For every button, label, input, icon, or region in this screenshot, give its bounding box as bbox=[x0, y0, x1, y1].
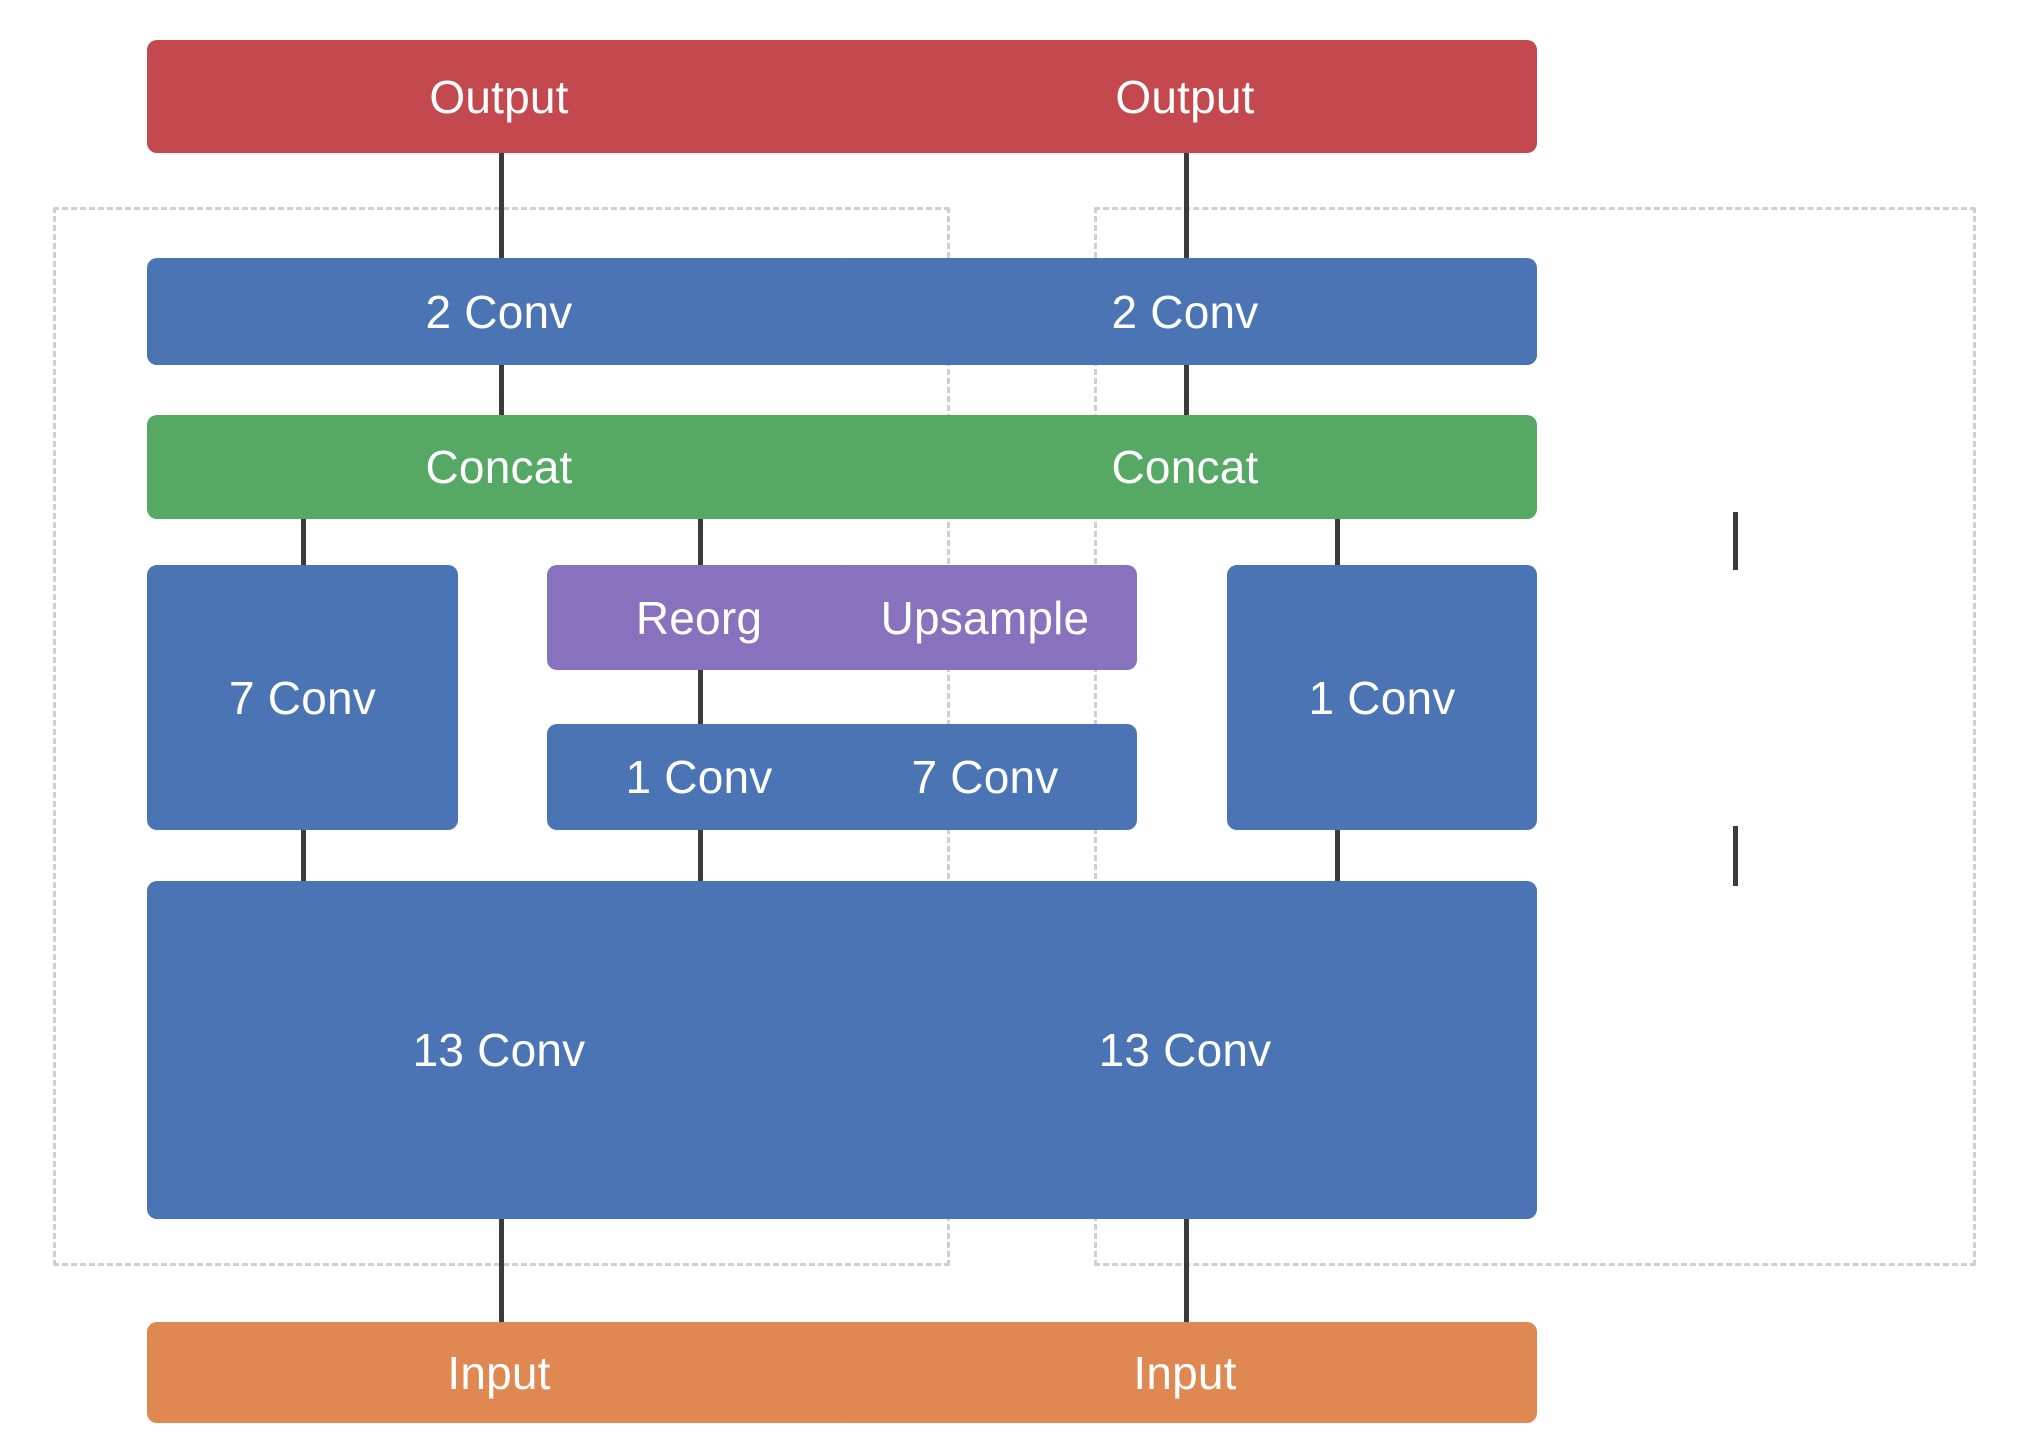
connector-upsample-to-concat-right bbox=[1335, 512, 1340, 570]
connector-input-to-13conv-left bbox=[499, 1215, 504, 1327]
connector-13conv-to-7conv-right bbox=[1335, 826, 1340, 886]
node-label-upsample-right: Upsample bbox=[880, 591, 1090, 644]
node-7conv-right[interactable]: 7 Conv bbox=[833, 724, 1137, 830]
connector-2conv-to-output-left bbox=[499, 150, 504, 265]
node-7conv-left[interactable]: 7 Conv bbox=[147, 565, 458, 830]
node-label-2conv-left: 2 Conv bbox=[425, 285, 573, 338]
node-label-1conv-left: 1 Conv bbox=[625, 751, 773, 803]
connector-concat-to-2conv-right bbox=[1184, 360, 1189, 420]
connector-1conv-to-concat-right bbox=[1733, 512, 1738, 570]
node-output-right[interactable]: Output bbox=[833, 40, 1537, 153]
node-upsample-right[interactable]: Upsample bbox=[833, 565, 1137, 670]
node-label-reorg-left: Reorg bbox=[635, 591, 763, 644]
node-label-input-right: Input bbox=[1133, 1346, 1237, 1399]
node-label-7conv-right: 7 Conv bbox=[911, 751, 1059, 803]
connector-concat-to-2conv-left bbox=[499, 360, 504, 420]
connector-7conv-to-concat-left bbox=[301, 512, 306, 570]
node-13conv-right[interactable]: 13 Conv bbox=[833, 881, 1537, 1219]
node-13conv-left[interactable]: 13 Conv bbox=[147, 881, 851, 1219]
connector-2conv-to-output-right bbox=[1184, 150, 1189, 265]
node-label-concat-right: Concat bbox=[1111, 441, 1259, 493]
node-label-input-left: Input bbox=[447, 1346, 551, 1399]
node-concat-right[interactable]: Concat bbox=[833, 415, 1537, 519]
node-label-concat-left: Concat bbox=[425, 441, 573, 493]
node-1conv-left[interactable]: 1 Conv bbox=[547, 724, 851, 830]
node-concat-left[interactable]: Concat bbox=[147, 415, 851, 519]
connector-13conv-to-1conv-left bbox=[698, 826, 703, 886]
architecture-panel-right: Output 2 Conv Concat Upsample 7 Conv 1 C… bbox=[833, 0, 2029, 1444]
node-label-1conv-right: 1 Conv bbox=[1308, 671, 1456, 724]
node-label-13conv-left: 13 Conv bbox=[412, 1024, 586, 1076]
node-label-output-right: Output bbox=[1115, 70, 1255, 123]
connector-input-to-13conv-right bbox=[1184, 1215, 1189, 1327]
node-1conv-right[interactable]: 1 Conv bbox=[1227, 565, 1537, 830]
node-2conv-right[interactable]: 2 Conv bbox=[833, 258, 1537, 365]
architecture-panel-left: Output 2 Conv Concat 7 Conv Reorg 1 Conv… bbox=[0, 0, 1014, 1444]
node-label-7conv-left: 7 Conv bbox=[229, 671, 376, 724]
node-input-right[interactable]: Input bbox=[833, 1322, 1537, 1423]
connector-1conv-to-reorg-left bbox=[698, 665, 703, 737]
connector-13conv-to-7conv-left bbox=[301, 826, 306, 886]
node-label-output-left: Output bbox=[429, 70, 569, 123]
connector-13conv-to-1conv-right bbox=[1733, 826, 1738, 886]
node-input-left[interactable]: Input bbox=[147, 1322, 851, 1423]
connector-reorg-to-concat-left bbox=[698, 512, 703, 570]
node-2conv-left[interactable]: 2 Conv bbox=[147, 258, 851, 365]
node-reorg-left[interactable]: Reorg bbox=[547, 565, 851, 670]
node-label-2conv-right: 2 Conv bbox=[1111, 285, 1259, 338]
node-output-left[interactable]: Output bbox=[147, 40, 851, 153]
node-label-13conv-right: 13 Conv bbox=[1098, 1024, 1272, 1076]
